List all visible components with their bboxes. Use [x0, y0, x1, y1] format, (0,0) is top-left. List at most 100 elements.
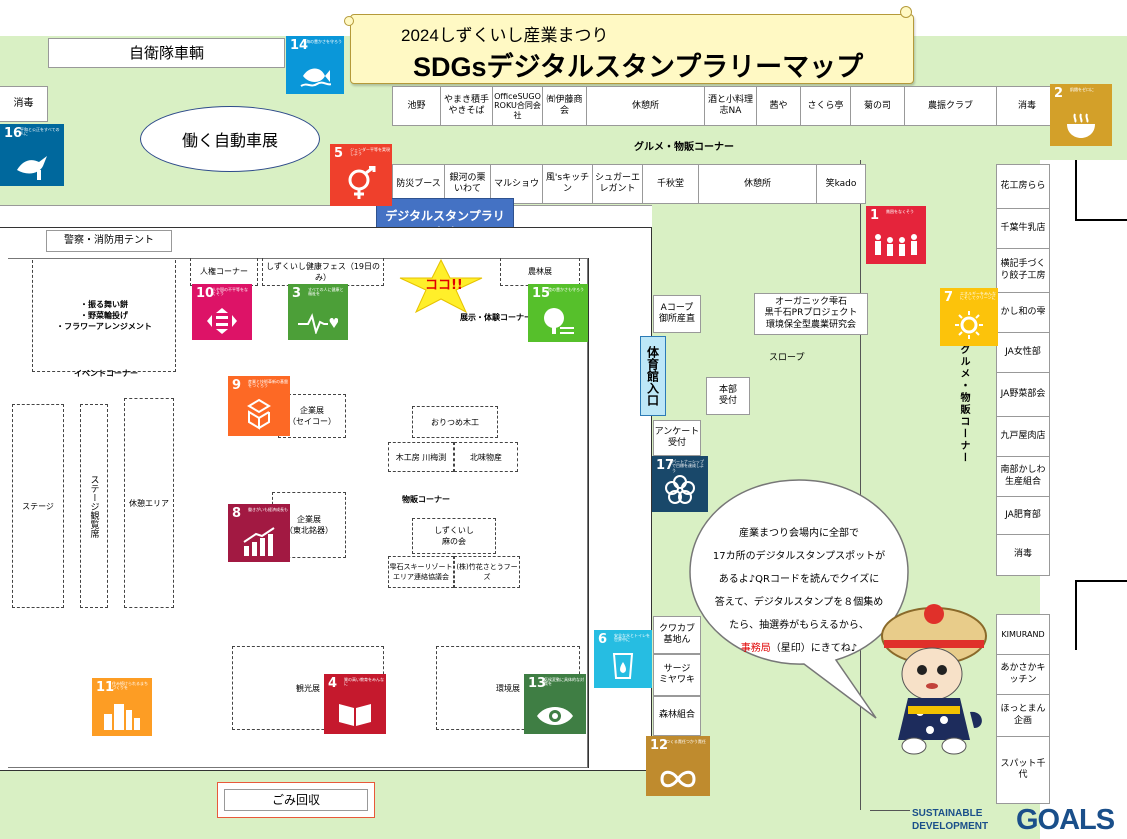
- mokko-kawameguchi: 木工房 川梅渕: [388, 442, 454, 472]
- road-line: [0, 205, 652, 206]
- sdg-number: 8: [232, 506, 242, 521]
- stall-sugar-elegant: シュガーエレガント: [593, 165, 643, 203]
- sdg-caption: 住み続けられるまちづくりを: [112, 681, 148, 691]
- gomi-kaishu: ごみ回収: [224, 789, 368, 811]
- speech-bubble: [689, 479, 909, 719]
- sdg-caption: 人や国の不平等をなくそう: [212, 287, 248, 297]
- kyukei-area: 休憩エリア: [124, 398, 174, 608]
- sdg-caption: 陸の豊かさも守ろう: [548, 287, 584, 292]
- stage: ステージ: [12, 404, 64, 608]
- sdg-caption: パートナーシップで目標を達成しよう: [672, 459, 704, 473]
- sdg-number: 13: [528, 676, 547, 691]
- sdg-caption: 飢餓をゼロに: [1070, 87, 1094, 92]
- kuzuri-area: ・振る舞い餅 ・野菜輪投げ ・フラワーアレンジメント: [32, 260, 176, 372]
- bubble-line-1: 産業まつり会場内に全部で: [739, 528, 859, 539]
- stall-senshudo: 千秋堂: [643, 165, 699, 203]
- saji-miyawaki: サージ ミヤワキ: [653, 654, 701, 696]
- sdg-caption: すべての人に健康と福祉を: [308, 287, 344, 297]
- sdgs-logo-goals: GOALS: [1016, 804, 1115, 836]
- sdg-number: 4: [328, 676, 338, 691]
- sdg-number: 16: [4, 126, 23, 141]
- sdg-number: 1: [870, 208, 880, 223]
- bubble-text: 産業まつり会場内に全部で 17カ所のデジタルスタンプスポットが あるよ♪QRコー…: [696, 522, 902, 660]
- sdg-number: 11: [96, 680, 115, 695]
- bubble-office-word: 事務局: [740, 643, 771, 654]
- road-line: [1075, 219, 1127, 221]
- shizukuishi-asa: しずくいし 麻の会: [412, 518, 496, 554]
- stall-shina: 酒と小料理志NA: [705, 87, 757, 125]
- koko-star-icon: [399, 258, 483, 314]
- road-line: [1075, 160, 1077, 220]
- stall-chiba-gyunyu: 千葉牛乳店: [997, 209, 1049, 249]
- stall-marusho: マルショウ: [491, 165, 543, 203]
- stall-shodoku-right: 消毒: [1017, 100, 1036, 111]
- buppan-corner-label: 物販コーナー: [402, 495, 450, 504]
- stall-hanakobo-rara: 花工房らら: [997, 165, 1049, 209]
- sdgs-logo: SUSTAINABLE DEVELOPMENT GOALS: [910, 804, 1126, 838]
- stall-bosai: 防災ブース: [393, 165, 445, 203]
- stall-gyoza-kobo: 横記手づくり餃子工房: [997, 249, 1049, 293]
- hataraku-jidosha-ellipse: 働く自動車展: [140, 106, 320, 172]
- stage-kanransekki: ステージ観覧席: [80, 404, 108, 608]
- scroll-curl-icon: [900, 6, 912, 18]
- jieitai-sharyo: 自衛隊車輌: [48, 38, 285, 68]
- stall-office-sugoroku: OfficeSUGOROKU合同会社: [493, 87, 543, 125]
- road-line: [870, 810, 910, 811]
- mascot-character-icon: [881, 604, 987, 755]
- scroll-curl-icon: [344, 16, 354, 26]
- road-line: [1075, 580, 1077, 650]
- sdg-caption: 質の高い教育をみんなに: [344, 677, 384, 687]
- sdg-caption: つくる責任つかう責任: [666, 739, 706, 744]
- tenji-taiken-label: 展示・体験コーナー: [460, 313, 532, 322]
- bubble-line-5: たら、抽選券がもらえるから、: [729, 620, 869, 631]
- stall-kimurand: KIMURAND: [997, 615, 1049, 655]
- slope-label: スロープ: [769, 353, 805, 363]
- sdg-4-quality-education-icon[interactable]: 4 質の高い教育をみんなに: [324, 674, 386, 734]
- norin-ten: 農林展: [500, 258, 580, 286]
- sdg-number: 6: [598, 632, 608, 647]
- stall-akaneya: 茜や: [757, 87, 801, 125]
- stall-ginga-kuri: 銀河の栗いわて: [445, 165, 491, 203]
- stall-kyukeisho-2: 休憩所: [699, 165, 817, 203]
- sdg-number: 10: [196, 286, 215, 301]
- stall-hottoman: ほっとまん企画: [997, 695, 1049, 737]
- title-banner: 2024しずくいし産業まつり SDGsデジタルスタンプラリーマップ: [350, 14, 914, 84]
- sdg-caption: 海の豊かさを守ろう: [306, 39, 342, 44]
- anketo-uketsuke: アンケート 受付: [653, 420, 701, 456]
- stall-nanbu-kashiwa: 南部かしわ生産組合: [997, 457, 1049, 497]
- title-year: 2024しずくいし産業まつり: [401, 26, 609, 45]
- kuwakabu-kichin: クワカブ 基地ん: [653, 616, 701, 654]
- sdg-number: 12: [650, 738, 669, 753]
- sdg-caption: ジェンダー平等を実現しよう: [350, 147, 390, 157]
- taiikukan-entrance: 体育館入口: [640, 336, 666, 416]
- road-line: [860, 160, 861, 810]
- event-corner-label: イベントコーナー: [74, 369, 138, 378]
- honbu-uketsuke: 本部 受付: [706, 377, 750, 415]
- sdg-caption: エネルギーをみんなにそしてクリーンに: [960, 291, 996, 301]
- stall-ito-shokai: ㈲伊藤商会: [543, 87, 587, 125]
- top-stall-row: 池野 やまき積手やきそば OfficeSUGOROKU合同会社 ㈲伊藤商会 休憩…: [392, 86, 1058, 126]
- bubble-line-3: あるよ♪QRコードを読んでクイズに: [718, 574, 880, 585]
- sdg-number: 15: [532, 286, 551, 301]
- hall-inner-wall: [8, 258, 588, 768]
- sdg-number: 14: [290, 38, 309, 53]
- stall-akasaka-kitchen: あかさかキッチン: [997, 655, 1049, 695]
- stall-yamaki: やまき積手やきそば: [441, 87, 493, 125]
- stall-noshin-club: 農振クラブ: [905, 87, 997, 125]
